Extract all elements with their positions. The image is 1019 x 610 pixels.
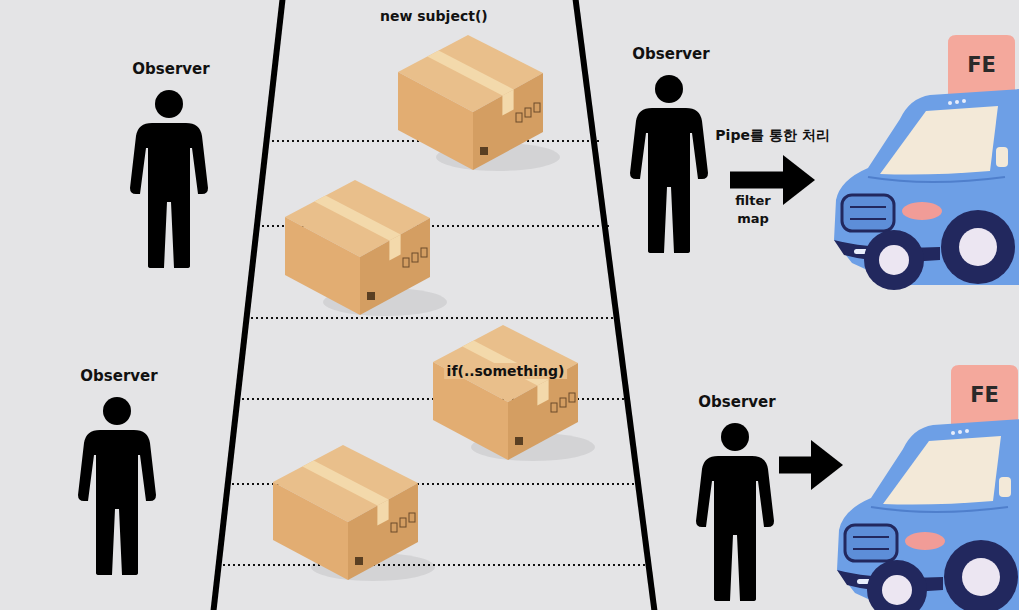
cardboard-box: new subject() bbox=[380, 8, 550, 173]
illustration-use bbox=[630, 75, 708, 253]
cardboard-box: if(..something) bbox=[433, 325, 578, 465]
arrow-shaft bbox=[730, 172, 783, 189]
illustration-use bbox=[696, 423, 774, 601]
stick-figure bbox=[130, 90, 208, 268]
observer-figure: Observer bbox=[690, 393, 784, 603]
arrow-head bbox=[811, 440, 843, 490]
illustration-use bbox=[837, 365, 1019, 610]
illustration-use bbox=[433, 325, 595, 461]
cardboard-box bbox=[433, 325, 578, 460]
box-label: if(..something) bbox=[444, 363, 568, 379]
stick-figure bbox=[696, 423, 774, 601]
conveyor-rail bbox=[575, 0, 655, 610]
observer-label: Observer bbox=[124, 60, 218, 78]
stick-figure bbox=[630, 75, 708, 253]
observer-label: Observer bbox=[690, 393, 784, 411]
observer-label: Observer bbox=[624, 45, 718, 63]
fe-truck: FE bbox=[833, 365, 1019, 610]
truck-sign-text: FE bbox=[951, 365, 1018, 425]
observer-figure: Observer bbox=[72, 367, 166, 577]
arrow-head bbox=[783, 155, 815, 205]
observer-label: Observer bbox=[72, 367, 166, 385]
edge-label: Pipe를 통한 처리 bbox=[715, 127, 829, 145]
flow-arrow bbox=[779, 440, 843, 490]
stick-figure bbox=[78, 397, 156, 575]
arrow-shaft bbox=[779, 457, 811, 474]
observer-figure: Observer bbox=[624, 45, 718, 255]
box-label: new subject() bbox=[380, 8, 488, 24]
observer-figure: Observer bbox=[124, 60, 218, 270]
cardboard-box bbox=[273, 445, 435, 581]
fe-truck: FE bbox=[830, 35, 1019, 285]
truck-sign-text: FE bbox=[948, 35, 1015, 95]
illustration-use bbox=[398, 35, 560, 171]
conveyor-rail bbox=[213, 0, 283, 610]
cardboard-box bbox=[398, 35, 543, 170]
cardboard-box bbox=[285, 180, 447, 316]
illustration-use bbox=[834, 35, 1019, 290]
illustration-use bbox=[130, 90, 208, 268]
illustration-use bbox=[78, 397, 156, 575]
operator-label: filter map bbox=[726, 192, 780, 227]
